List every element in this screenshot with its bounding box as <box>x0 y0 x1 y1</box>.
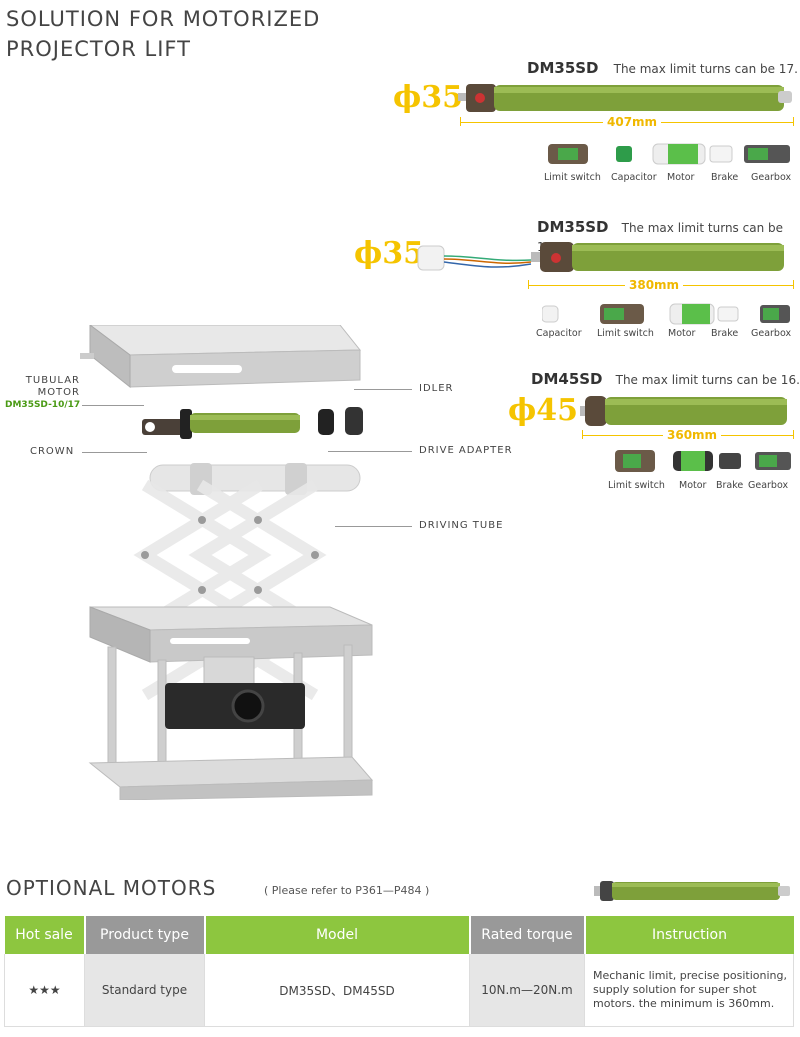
header-instruction: Instruction <box>584 916 794 954</box>
model-1-part-brake: Brake <box>711 172 739 183</box>
model-3-note: The max limit turns can be 16. <box>615 373 800 387</box>
model-1-part-limit-switch: Limit switch <box>544 172 601 183</box>
header-product-type: Product type <box>84 916 206 954</box>
label-motor-model: DM35SD-10/17 <box>5 400 81 410</box>
model-3-length: 360mm <box>663 428 722 442</box>
label-driving-tube: DRIVING TUBE <box>419 520 504 531</box>
optional-motor-image <box>594 881 790 901</box>
hot-sale-stars: ★★★ <box>4 954 85 1027</box>
model-2-diameter: ϕ35 <box>354 236 424 271</box>
label-tubular-motor: TUBULAR MOTOR <box>25 375 80 398</box>
model-3-part-motor: Motor <box>679 480 707 491</box>
model-1-note: The max limit turns can be 17. <box>613 62 798 76</box>
model-2-part-brake: Brake <box>711 328 739 339</box>
model-2-parts-image <box>542 303 790 325</box>
header-rated-torque: Rated torque <box>469 916 586 954</box>
page-title: SOLUTION FOR MOTORIZED PROJECTOR LIFT <box>6 4 320 64</box>
cell-model: DM35SD、DM45SD <box>204 954 470 1027</box>
model-1-name: DM35SD <box>527 59 599 77</box>
model-3-diameter: ϕ45 <box>508 393 578 428</box>
model-1-part-gearbox: Gearbox <box>751 172 792 183</box>
model-2-motor-image <box>417 242 784 272</box>
optional-motors-table: Hot sale Product type Model Rated torque… <box>4 916 794 1027</box>
model-1-motor-image <box>458 84 792 112</box>
model-1-part-motor: Motor <box>667 172 695 183</box>
model-3-heading: DM45SD The max limit turns can be 16. <box>531 369 800 388</box>
model-3-name: DM45SD <box>531 370 603 388</box>
label-crown: CROWN <box>30 446 75 457</box>
model-3-part-limit-switch: Limit switch <box>608 480 665 491</box>
table-header-row: Hot sale Product type Model Rated torque… <box>4 916 794 954</box>
header-hot-sale: Hot sale <box>4 916 86 954</box>
cell-instruction: Mechanic limit, precise positioning, sup… <box>584 954 794 1027</box>
model-3-parts-image <box>615 450 791 472</box>
model-1-diameter: ϕ35 <box>393 80 463 115</box>
model-1-heading: DM35SD The max limit turns can be 17. <box>527 58 798 77</box>
model-1-length: 407mm <box>603 115 662 129</box>
optional-motors-note: ( Please refer to P361—P484 ) <box>264 884 430 897</box>
model-1-parts-image <box>548 143 790 165</box>
model-3-part-brake: Brake <box>716 480 744 491</box>
model-2-part-motor: Motor <box>668 328 696 339</box>
model-2-part-capacitor: Capacitor <box>536 328 582 339</box>
title-line-2: PROJECTOR LIFT <box>6 37 191 61</box>
model-1-part-capacitor: Capacitor <box>611 172 657 183</box>
header-model: Model <box>204 916 471 954</box>
model-3-part-gearbox: Gearbox <box>748 480 789 491</box>
optional-motors-title: OPTIONAL MOTORS <box>6 876 217 900</box>
cell-rated-torque: 10N.m—20N.m <box>469 954 585 1027</box>
label-idler: IDLER <box>419 383 454 394</box>
model-2-name: DM35SD <box>537 218 609 236</box>
projector-lift-diagram <box>80 325 374 800</box>
model-2-part-gearbox: Gearbox <box>751 328 792 339</box>
label-drive-adapter: DRIVE ADAPTER <box>419 445 513 456</box>
model-2-part-limit-switch: Limit switch <box>597 328 654 339</box>
title-line-1: SOLUTION FOR MOTORIZED <box>6 7 321 31</box>
table-row: ★★★ Standard type DM35SD、DM45SD 10N.m—20… <box>4 954 794 1027</box>
cell-product-type: Standard type <box>84 954 205 1027</box>
model-2-length: 380mm <box>625 278 684 292</box>
model-3-motor-image <box>580 396 787 426</box>
